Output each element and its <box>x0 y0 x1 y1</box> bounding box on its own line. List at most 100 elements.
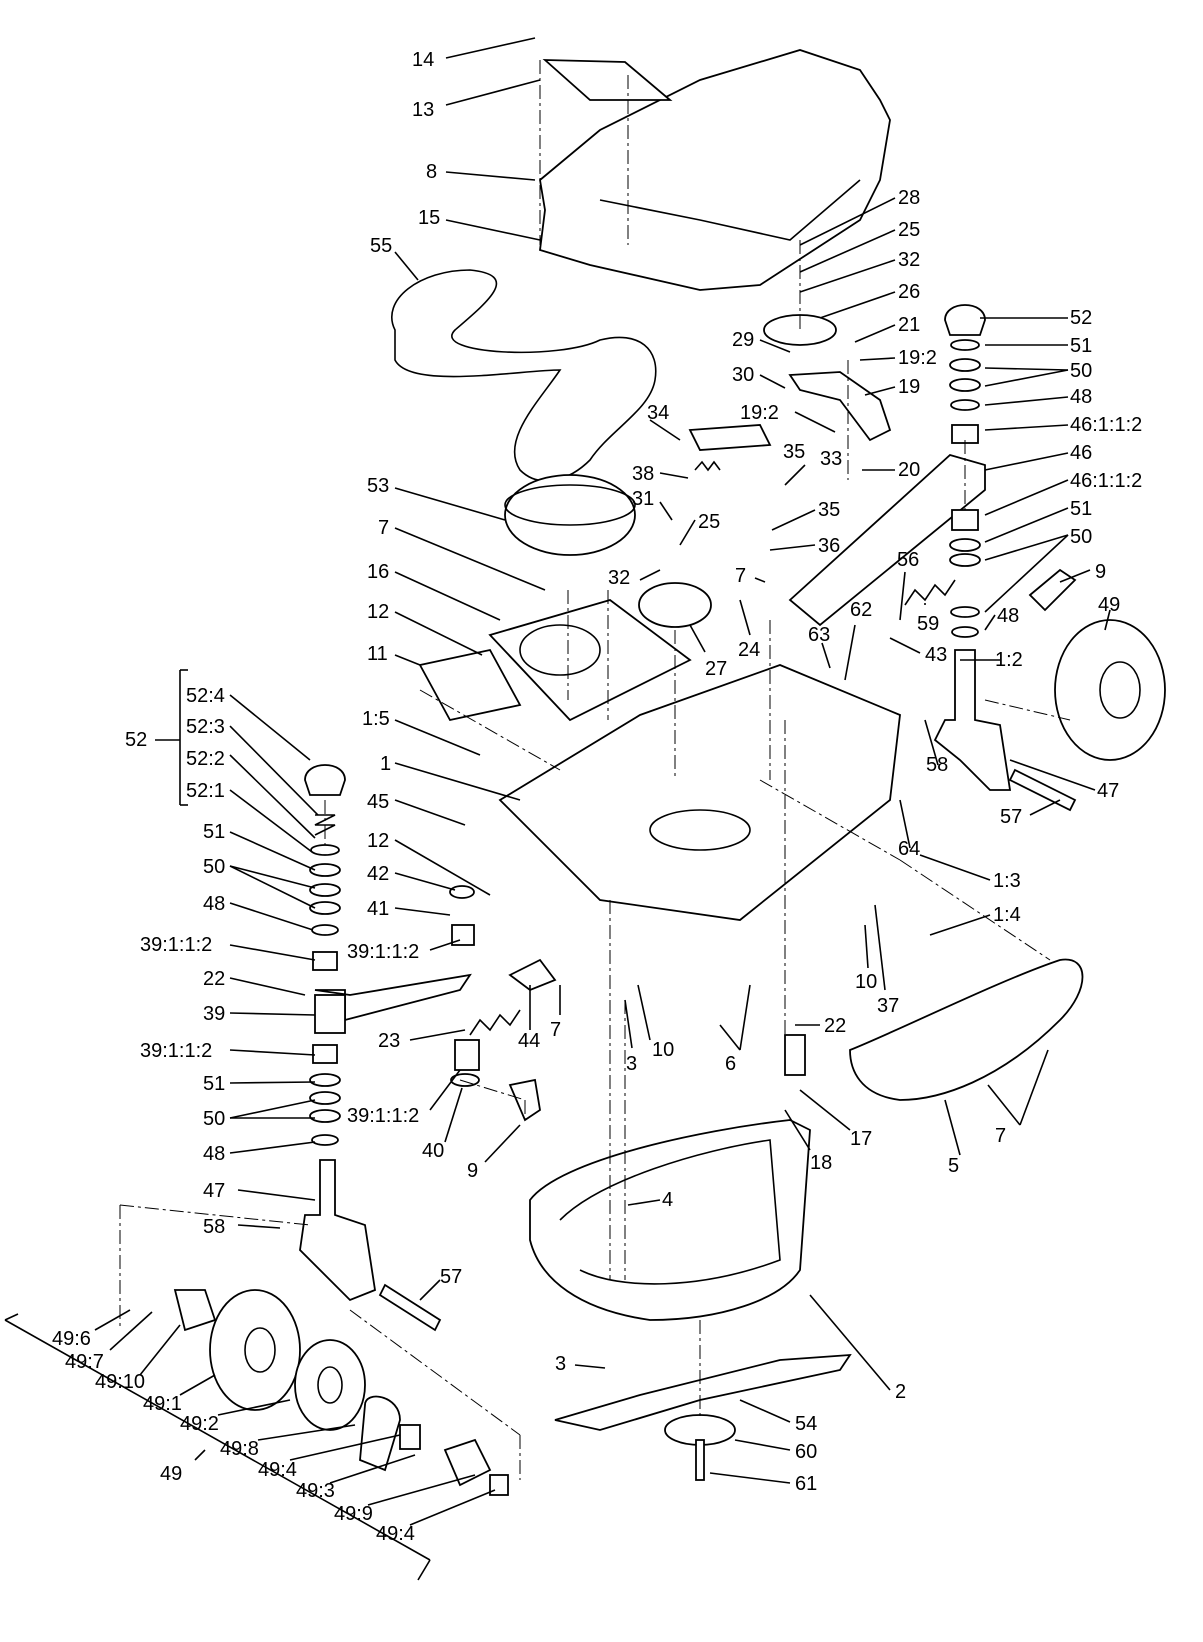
callout-15: 15 <box>418 207 440 229</box>
leader-lines <box>4 37 1111 1581</box>
cap-left <box>304 764 346 796</box>
callout-58-left: 58 <box>203 1216 225 1238</box>
callout-1-3: 1:3 <box>993 870 1021 892</box>
callout-51-right2: 51 <box>1070 498 1092 520</box>
callout-labels: 14 13 8 15 55 28 25 32 26 21 29 19:2 30 … <box>52 49 1142 1545</box>
callout-49-2: 49:2 <box>180 1413 219 1435</box>
callout-49-right: 49 <box>1098 594 1120 616</box>
callout-2: 2 <box>895 1381 906 1403</box>
callout-19-2b: 19:2 <box>740 402 779 424</box>
callout-45: 45 <box>367 791 389 813</box>
part-outlines <box>173 49 1166 1496</box>
spring-38 <box>694 460 721 472</box>
callout-52-1: 52:1 <box>186 780 225 802</box>
callout-22-left: 22 <box>203 968 225 990</box>
clutch <box>504 474 636 556</box>
callout-40: 40 <box>422 1140 444 1162</box>
callout-16: 16 <box>367 561 389 583</box>
callout-12: 12 <box>367 601 389 623</box>
pivot-39-1 <box>454 1039 480 1071</box>
callout-31: 31 <box>632 488 654 510</box>
callout-8: 8 <box>426 161 437 183</box>
idler-arm <box>788 371 892 442</box>
callout-23: 23 <box>378 1030 400 1052</box>
callout-27: 27 <box>705 658 727 680</box>
callout-42: 42 <box>367 863 389 885</box>
callout-39: 39 <box>203 1003 225 1025</box>
callout-17: 17 <box>850 1128 872 1150</box>
callout-4: 4 <box>662 1189 673 1211</box>
callout-36: 36 <box>818 535 840 557</box>
callout-48-right2: 48 <box>997 605 1019 627</box>
callout-46: 46 <box>1070 442 1092 464</box>
callout-49-9: 49:9 <box>334 1503 373 1525</box>
callout-52-3: 52:3 <box>186 716 225 738</box>
callout-29: 29 <box>732 329 754 351</box>
callout-11: 11 <box>367 643 388 665</box>
callout-7c: 7 <box>550 1019 561 1041</box>
callout-50-right2: 50 <box>1070 526 1092 548</box>
callout-7d: 7 <box>995 1125 1006 1147</box>
callout-39-1-1-2-left2: 39:1:1:2 <box>140 1040 212 1062</box>
callout-55: 55 <box>370 235 392 257</box>
callout-49-6: 49:6 <box>52 1328 91 1350</box>
bracket-34 <box>688 424 772 451</box>
callout-50-left2: 50 <box>203 1108 225 1130</box>
callout-50-right: 50 <box>1070 360 1092 382</box>
callout-30: 30 <box>732 364 754 386</box>
callout-39-1-1-2-left: 39:1:1:2 <box>140 934 212 956</box>
caster-arm-right <box>788 453 986 627</box>
callout-9-right: 9 <box>1095 561 1106 583</box>
callout-48-left2: 48 <box>203 1143 225 1165</box>
callout-48-right: 48 <box>1070 386 1092 408</box>
spring-23 <box>469 1009 521 1036</box>
callout-44: 44 <box>518 1030 540 1052</box>
callout-3: 3 <box>626 1053 637 1075</box>
callout-53: 53 <box>367 475 389 497</box>
callout-47-left: 47 <box>203 1180 225 1202</box>
callout-57-left: 57 <box>440 1266 462 1288</box>
caster-fork-left <box>299 1159 376 1302</box>
callout-49-4: 49:4 <box>258 1459 297 1481</box>
callout-51-left2: 51 <box>203 1073 225 1095</box>
callout-46-1-1-2b: 46:1:1:2 <box>1070 470 1142 492</box>
callout-49-8: 49:8 <box>220 1438 259 1460</box>
callout-13: 13 <box>412 99 434 121</box>
callout-64: 64 <box>898 838 920 860</box>
callout-59: 59 <box>917 613 939 635</box>
callout-47-right: 47 <box>1097 780 1119 802</box>
bumper <box>849 958 1084 1101</box>
callout-61: 61 <box>795 1473 817 1495</box>
callout-10-left: 10 <box>652 1039 674 1061</box>
callout-58-right: 58 <box>926 754 948 776</box>
callout-18: 18 <box>810 1152 832 1174</box>
callout-21: 21 <box>898 314 920 336</box>
callout-7b: 7 <box>735 565 746 587</box>
callout-20: 20 <box>898 459 920 481</box>
callout-39-1-1-2: 39:1:1:2 <box>347 941 419 963</box>
callout-50-left: 50 <box>203 856 225 878</box>
callout-1-4: 1:4 <box>993 904 1021 926</box>
callout-38: 38 <box>632 463 654 485</box>
callout-46-1-1-2: 46:1:1:2 <box>1070 414 1142 436</box>
cap-right <box>944 304 986 336</box>
caster-wheel-left <box>209 1289 301 1411</box>
caster-wheel-right <box>1054 619 1166 761</box>
callout-35b: 35 <box>818 499 840 521</box>
callout-39-1-1-2b: 39:1:1:2 <box>347 1105 419 1127</box>
drive-belt <box>391 269 657 482</box>
callout-26: 26 <box>898 281 920 303</box>
deck-frame <box>498 664 901 921</box>
callout-19-2: 19:2 <box>898 347 937 369</box>
callout-48-left: 48 <box>203 893 225 915</box>
callout-57-right: 57 <box>1000 806 1022 828</box>
caster-fork-right <box>933 649 1012 791</box>
caster-arm-left <box>314 973 472 1022</box>
callout-35: 35 <box>783 441 805 463</box>
callout-49-3: 49:3 <box>296 1480 335 1502</box>
callout-12b: 12 <box>367 830 389 852</box>
callout-25b: 25 <box>698 511 720 533</box>
mount-plate <box>488 599 692 722</box>
callout-25: 25 <box>898 219 920 241</box>
